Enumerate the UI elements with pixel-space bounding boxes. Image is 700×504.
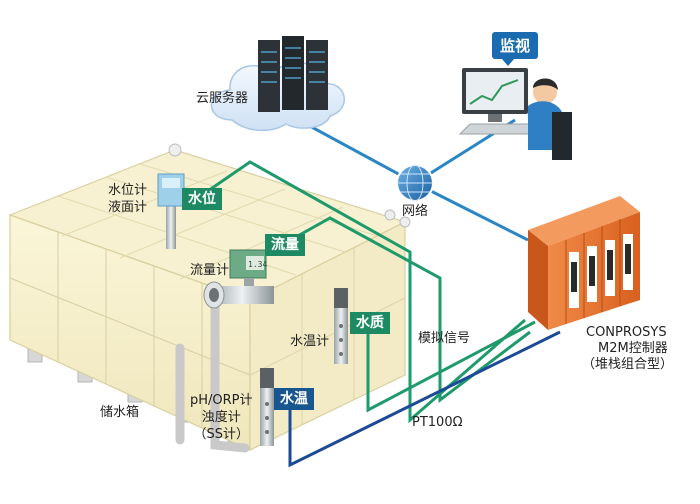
- tank-label: 储水箱: [100, 405, 140, 420]
- ph-orp-probe: [260, 368, 274, 446]
- analog-signal-label: 模拟信号: [418, 331, 471, 346]
- network-globe-icon: [396, 164, 434, 202]
- pt100-label: PT100Ω: [412, 415, 463, 430]
- storage-tank: [8, 143, 411, 453]
- quality-tag: 水质: [350, 312, 390, 334]
- ph-meter-label: pH/ORP计 浊度计 （SS计）: [190, 393, 253, 442]
- controller-label-line2: M2M控制器: [598, 341, 668, 356]
- network-label: 网络: [402, 204, 429, 219]
- flow-tag: 流量: [265, 234, 305, 256]
- pt100-line: [288, 330, 561, 468]
- level-meter-label: 水位计 液面计: [108, 183, 148, 215]
- cloud-server-label: 云服务器: [196, 91, 249, 106]
- controller-label-line1: CONPROSYS: [586, 325, 667, 340]
- cloud-server: [210, 36, 346, 132]
- server-rack-icon: [258, 36, 328, 112]
- m2m-controller: [528, 196, 640, 330]
- temperature-probe: [334, 288, 348, 364]
- flow-meter-label: 流量计: [190, 263, 230, 278]
- temperature-tag: 水温: [274, 388, 314, 410]
- monitor-callout: 监视: [492, 32, 539, 66]
- flow-meter-sensor: [203, 249, 274, 309]
- level-tag: 水位: [182, 188, 222, 210]
- temperature-meter-label: 水温计: [290, 334, 330, 349]
- controller-label-line3: （堆栈组合型）: [582, 357, 674, 372]
- monitoring-operator-icon: [458, 68, 572, 160]
- flow-display-reading: 1.34: [248, 260, 267, 269]
